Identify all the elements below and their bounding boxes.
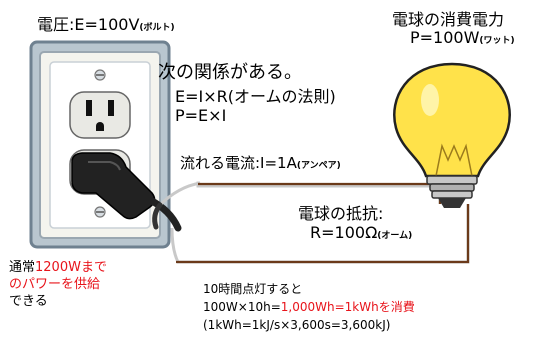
outlet-note-line1: 通常1200Wまで [9,259,107,276]
wall-outlet-icon [29,40,171,249]
current-text: 流れる電流:I=1A [180,154,297,172]
power-formula: P=E×I [175,106,227,125]
ohms-law-formula: E=I×R(オームの法則) [175,87,336,106]
consumption-prefix: 100W×10h= [203,300,281,314]
outlet-note-highlight2: のパワーを供給 [9,277,101,292]
consumption-line3: (1kWh=1kJ/s×3,600s=3,600kJ) [203,318,391,332]
outlet-note-highlight1: 1200Wまで [35,260,107,275]
light-bulb-icon [393,62,511,208]
resistance-text: R=100Ω [310,223,378,242]
resistance-value: R=100Ω(オーム) [310,223,412,242]
outlet-note-line3: できる [9,294,48,309]
voltage-label: 電圧:E=100V(ボルト) [37,11,175,35]
voltage-text: 電圧:E=100V [37,15,140,34]
current-unit: (アンペア) [296,161,341,171]
bulb-power-text: P=100W [410,28,480,47]
outlet-note: 通常1200Wまで のパワーを供給 できる [9,259,107,310]
relations-intro: 次の関係がある。 [158,62,302,83]
consumption-line1: 10時間点灯すると [203,282,303,296]
voltage-unit: (ボルト) [139,23,175,33]
consumption-line2: 100W×10h=1,000Wh=1kWhを消費 [203,298,415,316]
resistance-unit: (オーム) [377,231,413,241]
outlet-note-prefix: 通常 [9,260,36,275]
current-label: 流れる電流:I=1A(アンペア) [180,152,341,173]
consumption-highlight: 1,000Wh=1kWhを消費 [280,300,415,314]
resistance-title: 電球の抵抗: [298,204,384,223]
bulb-power-value: P=100W(ワット) [410,28,515,47]
consumption-note: 10時間点灯すると 100W×10h=1,000Wh=1kWhを消費 (1kWh… [203,280,415,334]
power-plug-icon [71,152,182,232]
bulb-power-unit: (ワット) [479,36,515,46]
bulb-power-title: 電球の消費電力 [392,10,505,29]
circuit-wires [152,181,470,264]
